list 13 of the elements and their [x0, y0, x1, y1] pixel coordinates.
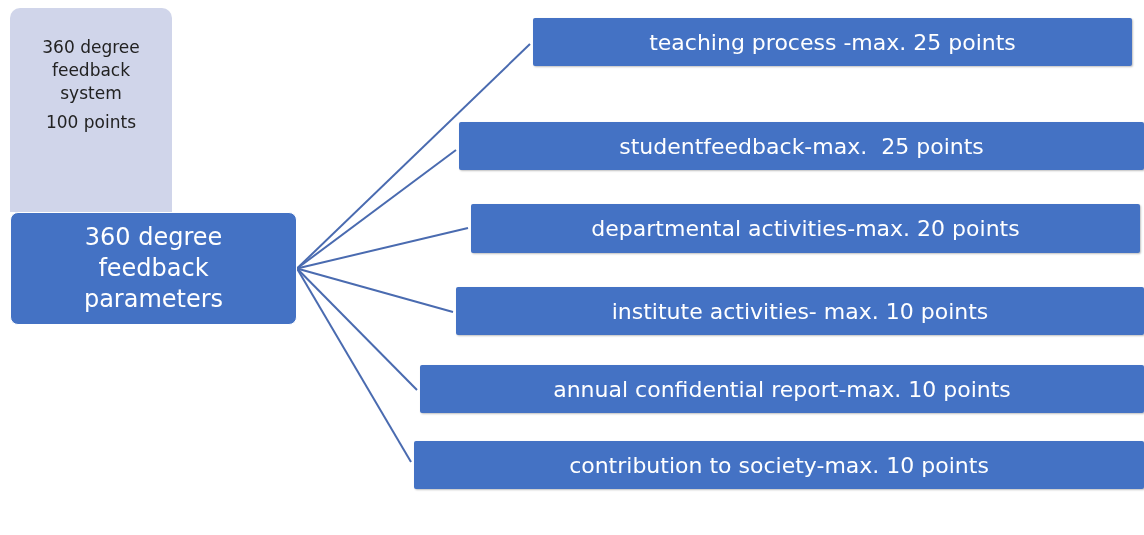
- process-box: institute activities- max. 10 points: [456, 287, 1144, 335]
- panel-title: 360 degree feedback system: [41, 36, 141, 105]
- process-box: 360 degree feedback parameters: [10, 212, 297, 325]
- panel-background: [10, 8, 172, 212]
- process-box: departmental activities-max. 20 points: [471, 204, 1140, 253]
- process-box: teaching process -max. 25 points: [533, 18, 1132, 66]
- process-box: studentfeedback-max. 25 points: [459, 122, 1144, 170]
- connector-line: [296, 227, 469, 270]
- process-box: contribution to society-max. 10 points: [414, 441, 1144, 489]
- points-label: 100 points: [44, 110, 138, 134]
- connector-line: [296, 267, 454, 313]
- connector-line: [296, 267, 418, 391]
- process-box: annual confidential report-max. 10 points: [420, 365, 1144, 413]
